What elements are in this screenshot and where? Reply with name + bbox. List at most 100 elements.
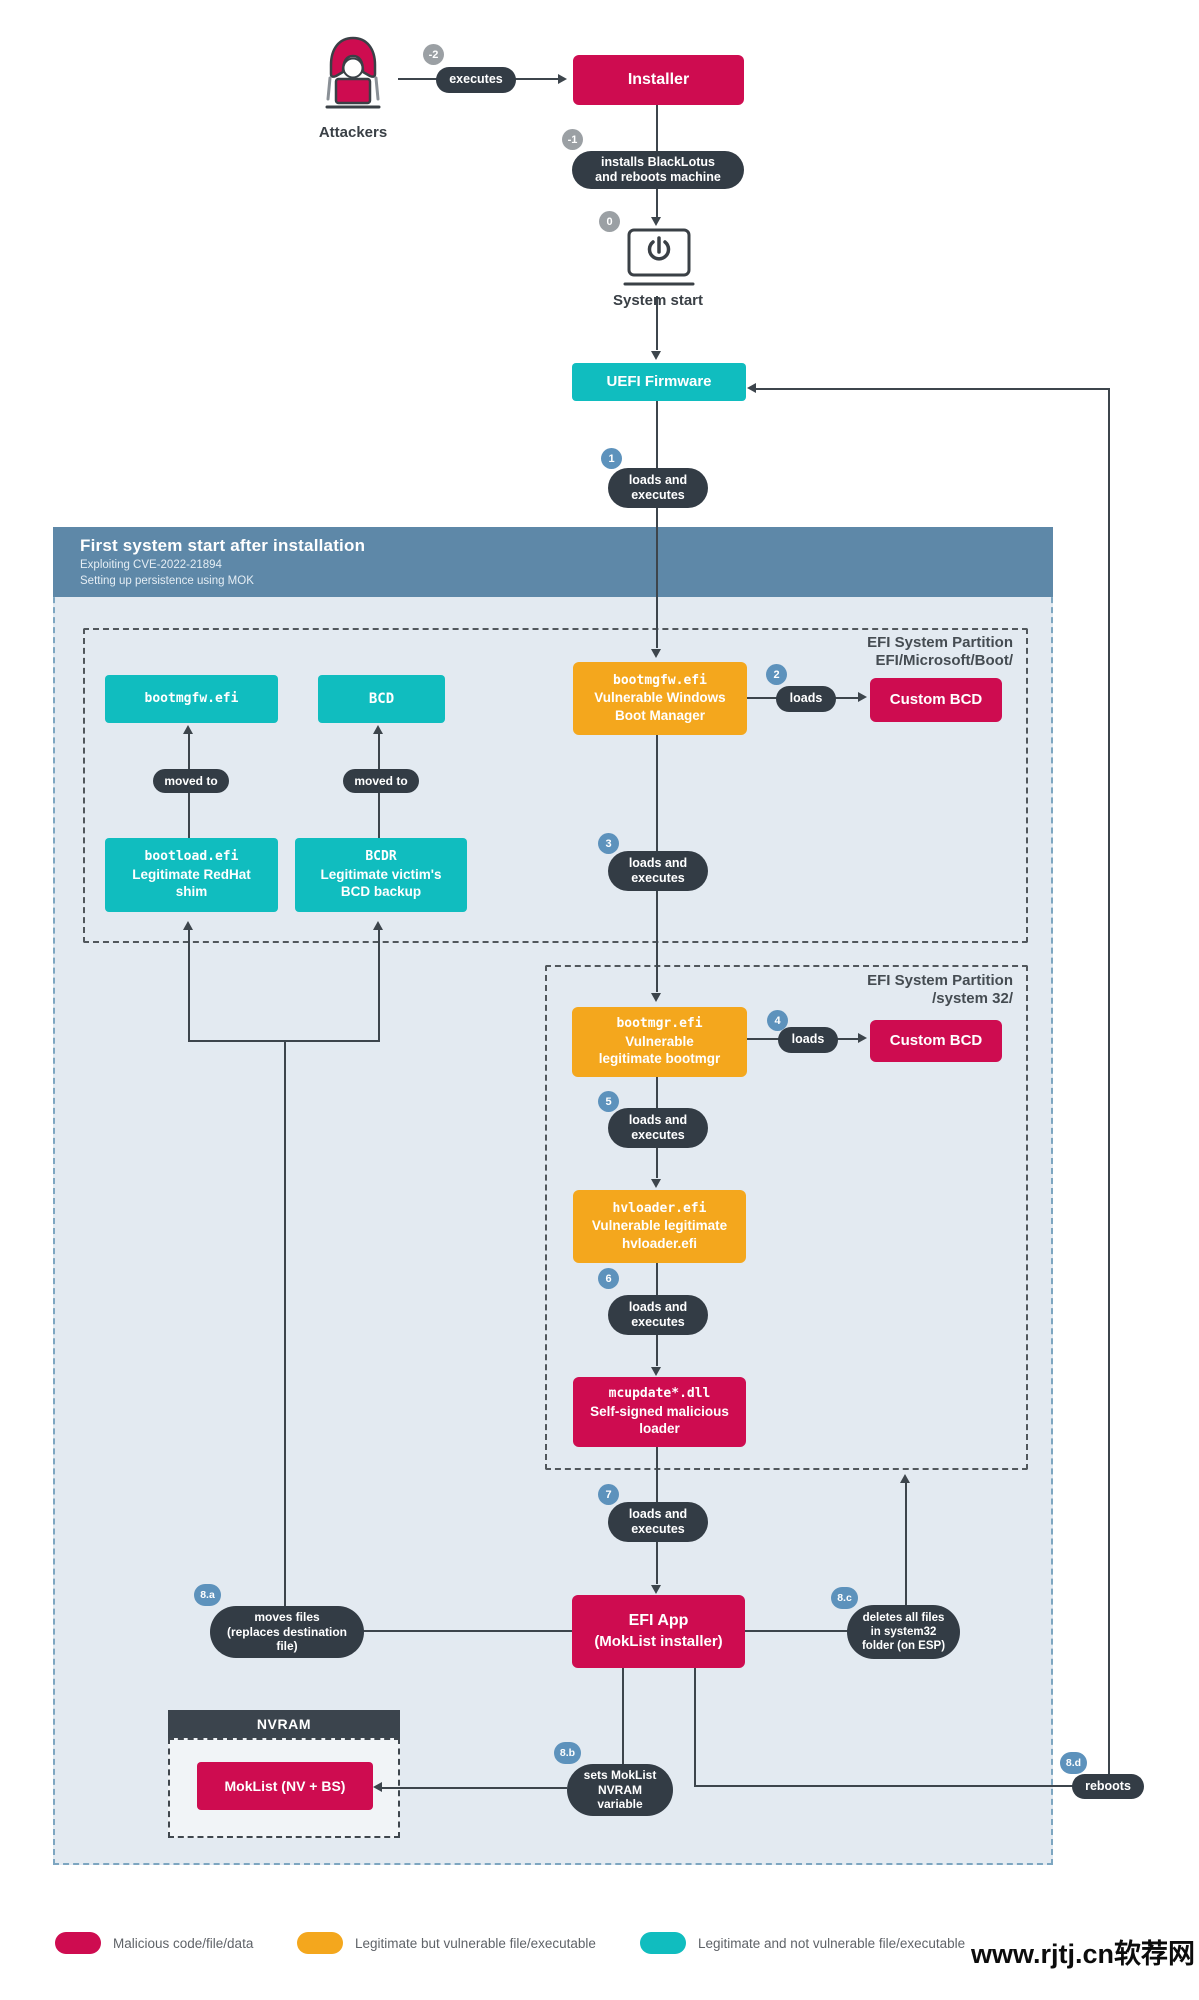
le4-line2: executes — [631, 1315, 685, 1329]
connector-branch-bootload — [188, 930, 190, 1042]
bootmgr-filename: bootmgr.efi — [616, 1016, 703, 1031]
loads-executes-pill-3: loads and executes — [608, 1108, 708, 1148]
arrowhead-into-moklist — [373, 1782, 382, 1792]
attackers-label: Attackers — [318, 124, 388, 141]
arrowhead-into-uefi — [651, 351, 661, 360]
arrowhead-into-partition2 — [900, 1474, 910, 1483]
connector-systemstart-uefi — [656, 296, 658, 350]
loads-pill-1: loads — [776, 686, 836, 712]
badge-3: 3 — [598, 833, 619, 854]
attacker-icon — [325, 36, 381, 109]
executes-pill: executes — [436, 67, 516, 93]
arrowhead-into-efiapp — [651, 1585, 661, 1594]
loads-executes-pill-5: loads and executes — [608, 1502, 708, 1542]
connector-movesfiles-stem — [284, 1040, 286, 1632]
partition1-label: EFI System Partition EFI/Microsoft/Boot/ — [640, 634, 1013, 670]
legend-label-vulnerable: Legitimate but vulnerable file/executabl… — [355, 1936, 596, 1951]
partition2-box — [545, 965, 1028, 1470]
bootload-desc-line2: shim — [175, 884, 208, 900]
connector-efiapp-reboots-down — [694, 1668, 696, 1787]
connector-efiapp-setsmoklist — [622, 1668, 624, 1766]
system-start-power-icon — [623, 228, 695, 286]
legend-swatch-vulnerable — [297, 1932, 343, 1954]
sets-line1: sets MokList — [583, 1768, 657, 1783]
connector-reboots-horizontal — [694, 1785, 1074, 1787]
system-start-label: System start — [612, 292, 704, 309]
efi-app-box: EFI App (MokList installer) — [572, 1595, 745, 1668]
connector-setsmoklist-moklist — [382, 1787, 567, 1789]
uefi-firmware-box: UEFI Firmware — [572, 363, 746, 401]
partition1-box — [83, 628, 1028, 943]
bootmgr-desc-line1: Vulnerable — [625, 1033, 694, 1049]
arrowhead-into-bootmanager — [651, 649, 661, 658]
boot-manager-filename: bootmgfw.efi — [613, 672, 707, 688]
badge-8a: 8.a — [194, 1584, 221, 1606]
moklist-box: MokList (NV + BS) — [197, 1762, 373, 1810]
custom-bcd1-box: Custom BCD — [870, 678, 1002, 722]
moves-files-line2: (replaces destination — [226, 1624, 348, 1639]
mcupdate-desc-line1: Self-signed malicious — [590, 1403, 729, 1419]
badge-1: 1 — [601, 448, 622, 469]
le4-line1: loads and — [628, 1299, 688, 1314]
moves-files-line1: moves files — [254, 1610, 320, 1625]
arrowhead-into-custombcd2 — [858, 1033, 867, 1043]
mcupdate-desc-line2: loader — [639, 1421, 680, 1437]
boot-manager-desc-line1: Vulnerable Windows — [594, 690, 726, 706]
sets-line3: variable — [597, 1797, 643, 1812]
le3-line2: executes — [631, 1128, 685, 1142]
sets-line2: NVRAM — [598, 1782, 642, 1797]
installs-pill: installs BlackLotus and reboots machine — [572, 151, 744, 189]
hvloader-desc-line1: Vulnerable legitimate — [591, 1218, 728, 1234]
arrowhead-into-hvloader — [651, 1179, 661, 1188]
moved-to-pill-right: moved to — [343, 769, 419, 793]
deletes-line2: in system32 — [870, 1625, 937, 1638]
connector-branch-bcdr — [378, 930, 380, 1042]
efi-app-line2: (MokList installer) — [594, 1633, 723, 1651]
legend-swatch-malicious — [55, 1932, 101, 1954]
watermark: www.rjtj.cn软荐网 — [970, 1939, 1195, 1969]
moves-files-line3: file) — [276, 1639, 298, 1654]
badge-2: 2 — [766, 664, 787, 685]
connector-reboots-up — [1108, 390, 1110, 1776]
section-title: First system start after installation — [80, 536, 366, 555]
loads-executes-pill-1: loads and executes — [608, 468, 708, 508]
bootload-desc-line1: Legitimate RedHat — [132, 866, 251, 882]
badge-5: 5 — [598, 1091, 619, 1112]
connector-deletes-partition2 — [905, 1483, 907, 1607]
partition2-label-line1: EFI System Partition — [867, 972, 1013, 989]
arrowhead-into-installer — [558, 74, 567, 84]
arrowhead-into-bootload — [183, 921, 193, 930]
le1-line1: loads and — [628, 472, 688, 487]
moved-to-pill-left: moved to — [153, 769, 229, 793]
badge-minus2: -2 — [423, 44, 444, 65]
bootmgfw-moved-filename: bootmgfw.efi — [144, 690, 239, 706]
sets-moklist-pill: sets MokList NVRAM variable — [567, 1764, 673, 1816]
arrowhead-into-bcd — [373, 725, 383, 734]
bootmgfw-moved-box: bootmgfw.efi — [105, 675, 278, 723]
installs-pill-line1: installs BlackLotus — [601, 154, 715, 169]
loads-pill-2: loads — [778, 1027, 838, 1053]
bcdr-desc-line1: Legitimate victim's — [320, 866, 442, 882]
badge-0: 0 — [599, 211, 620, 232]
connector-efiapp-deletes — [745, 1630, 860, 1632]
installer-box: Installer — [573, 55, 744, 105]
bcd-box: BCD — [318, 675, 445, 723]
loads-executes-pill-2: loads and executes — [608, 851, 708, 891]
mcupdate-filename: mcupdate*.dll — [608, 1386, 711, 1401]
arrowhead-into-custombcd1 — [858, 692, 867, 702]
hvloader-box: hvloader.efi Vulnerable legitimate hvloa… — [573, 1190, 746, 1263]
bootmgr-desc-line2: legitimate bootmgr — [598, 1051, 721, 1067]
partition2-label-line2: /system 32/ — [932, 990, 1013, 1007]
le5-line1: loads and — [628, 1506, 688, 1521]
badge-8d: 8.d — [1060, 1752, 1087, 1774]
hvloader-desc-line2: hvloader.efi — [621, 1235, 698, 1251]
arrowhead-into-uefi-right — [747, 383, 756, 393]
partition1-label-line1: EFI System Partition — [867, 634, 1013, 651]
le2-line1: loads and — [628, 855, 688, 870]
arrowhead-into-bootmgfw — [183, 725, 193, 734]
hvloader-filename: hvloader.efi — [612, 1200, 707, 1216]
section-subtitle-2: Setting up persistence using MOK — [80, 575, 254, 588]
le5-line2: executes — [631, 1522, 685, 1536]
mcupdate-box: mcupdate*.dll Self-signed malicious load… — [573, 1377, 746, 1447]
le3-line1: loads and — [628, 1112, 688, 1127]
